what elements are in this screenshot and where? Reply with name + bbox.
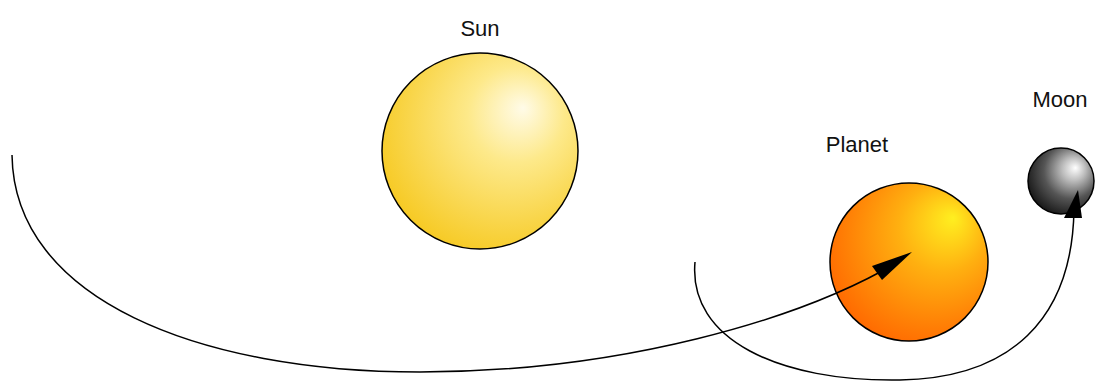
planet-label: Planet [826, 133, 888, 157]
moon-label: Moon [1032, 88, 1087, 112]
sun-label: Sun [460, 17, 499, 41]
sun-circle [381, 52, 579, 250]
planet-disc [830, 183, 988, 341]
moon-disc [1028, 148, 1094, 214]
planet-body: Planet [829, 182, 989, 342]
planet-circle [829, 182, 989, 342]
sun-disc [382, 53, 578, 249]
sun-body: Sun [381, 52, 579, 250]
moon-circle [1027, 147, 1095, 215]
moon-body: Moon [1027, 147, 1095, 215]
